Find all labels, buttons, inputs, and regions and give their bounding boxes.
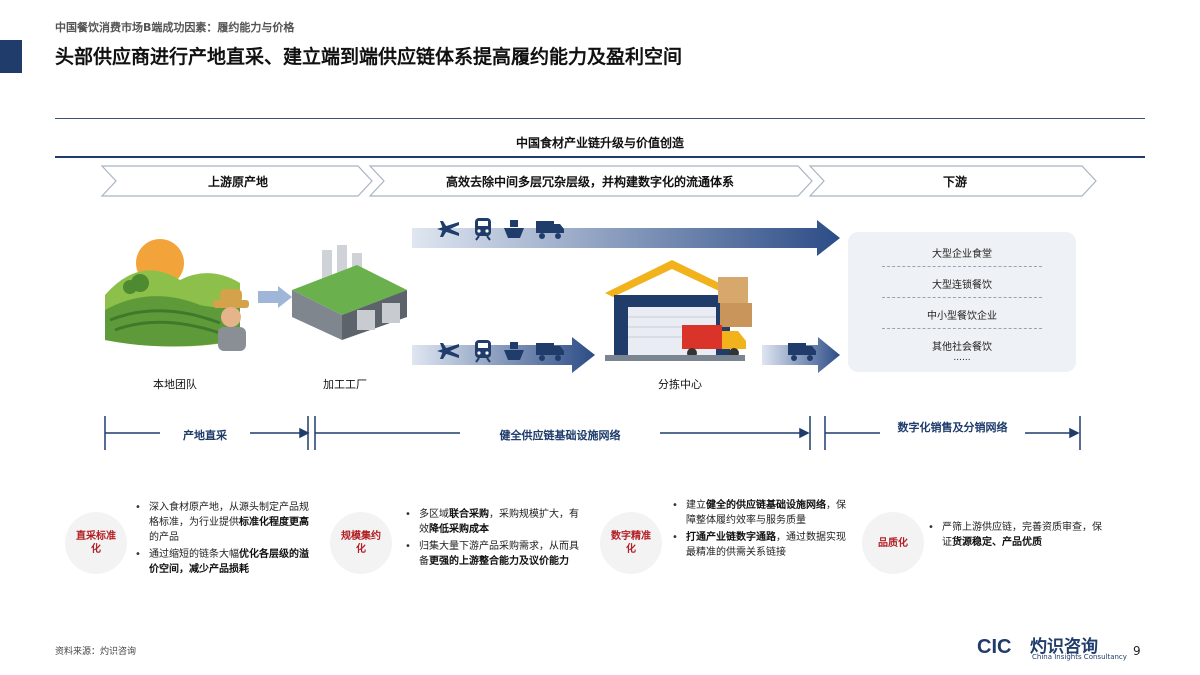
card-badge-digital: 数字精准化 (600, 512, 662, 574)
bullet-item: 严筛上游供应链，完善资质审查，保证货源稳定、产品优质 (928, 520, 1108, 550)
bullet-item: 建立健全的供应链基础设施网络，保障整体履约效率与服务质量 (672, 498, 852, 528)
downstream-divider (882, 266, 1042, 267)
downstream-customers-box (848, 232, 1076, 372)
downstream-divider (882, 297, 1042, 298)
truck-icon (788, 343, 816, 361)
cic-logo-mark: CIC (977, 636, 1011, 658)
plane-icon (437, 221, 459, 237)
downstream-item: 大型企业食堂 (932, 249, 992, 260)
svg-text:CIC: CIC (977, 636, 1011, 658)
card-badge-scale: 规模集约化 (330, 512, 392, 574)
bullet-item: 归集大量下游产品采购需求，从而具备更强的上游整合能力及议价能力 (405, 539, 580, 569)
bullet-item: 通过缩短的链条大幅优化各层级的溢价空间，减少产品损耗 (135, 547, 315, 577)
ship-icon (504, 220, 524, 238)
caption-sorting-center: 分拣中心 (658, 378, 702, 391)
card-badge-quality: 品质化 (862, 512, 924, 574)
downstream-item: 大型连锁餐饮 (932, 280, 992, 291)
farm-illustration (105, 239, 249, 351)
chevron-midstream (368, 165, 813, 197)
title-accent-bar (0, 40, 22, 73)
train-icon (475, 218, 491, 241)
bullet-item: 深入食材原产地，从源头制定产品规格标准，为行业提供标准化程度更高的产品 (135, 500, 315, 545)
section-label-digital-sales: 数字化销售及分销网络 (897, 421, 1008, 434)
logo-subtext: China Insights Consultancy (1032, 653, 1127, 661)
caption-factory: 加工工厂 (323, 378, 367, 391)
factory-illustration (292, 245, 407, 340)
truck-icon (536, 343, 564, 361)
stage-label-downstream: 下游 (942, 175, 967, 189)
card-badge-standardization: 直采标准化 (65, 512, 127, 574)
page-title: 头部供应商进行产地直采、建立端到端供应链体系提高履约能力及盈利空间 (55, 46, 683, 68)
section-label-direct-sourcing: 产地直采 (183, 429, 227, 442)
chain-title-underline (55, 156, 1145, 158)
bullet-item: 多区域联合采购，采购规模扩大，有效降低采购成本 (405, 507, 580, 537)
stage-label-midstream: 高效去除中间多层冗杂层级，并构建数字化的流通体系 (445, 175, 734, 189)
stage-label-upstream: 上游原产地 (207, 175, 268, 189)
train-icon (475, 340, 491, 363)
chevron-downstream (808, 165, 1097, 197)
card-bullets-scale: 多区域联合采购，采购规模扩大，有效降低采购成本 归集大量下游产品采购需求，从而具… (405, 507, 580, 571)
source-note: 资料来源：灼识咨询 (55, 647, 137, 657)
warehouse-illustration (605, 260, 752, 361)
top-divider (55, 118, 1145, 119)
card-bullets-quality: 严筛上游供应链，完善资质审查，保证货源稳定、产品优质 (928, 520, 1108, 552)
report-subtitle: 中国餐饮消费市场B端成功因素：履约能力与价格 (55, 21, 295, 34)
downstream-item: 中小型餐饮企业 (927, 311, 997, 322)
downstream-divider (882, 328, 1042, 329)
section-brackets (104, 416, 1081, 450)
logo-text: 灼识咨询 (1030, 637, 1098, 657)
caption-local-team: 本地团队 (153, 378, 197, 391)
farm-to-factory-arrow (258, 286, 292, 308)
ship-icon (504, 342, 524, 360)
card-bullets-digital: 建立健全的供应链基础设施网络，保障整体履约效率与服务质量 打通产业链数字通路，通… (672, 498, 852, 562)
page-number: 9 (1133, 644, 1141, 658)
stage-chevrons (100, 165, 1097, 197)
downstream-item: 其他社会餐饮 (932, 342, 992, 353)
section-label-infrastructure: 健全供应链基础设施网络 (499, 429, 621, 442)
truck-icon (536, 221, 564, 239)
card-bullets-standardization: 深入食材原产地，从源头制定产品规格标准，为行业提供标准化程度更高的产品 通过缩短… (135, 500, 315, 579)
chevron-upstream (100, 165, 373, 197)
chain-title: 中国食材产业链升级与价值创造 (515, 136, 684, 150)
bullet-item: 打通产业链数字通路，通过数据实现最精准的供需关系链接 (672, 530, 852, 560)
downstream-ellipsis: ...... (953, 353, 971, 363)
plane-icon (437, 343, 459, 359)
